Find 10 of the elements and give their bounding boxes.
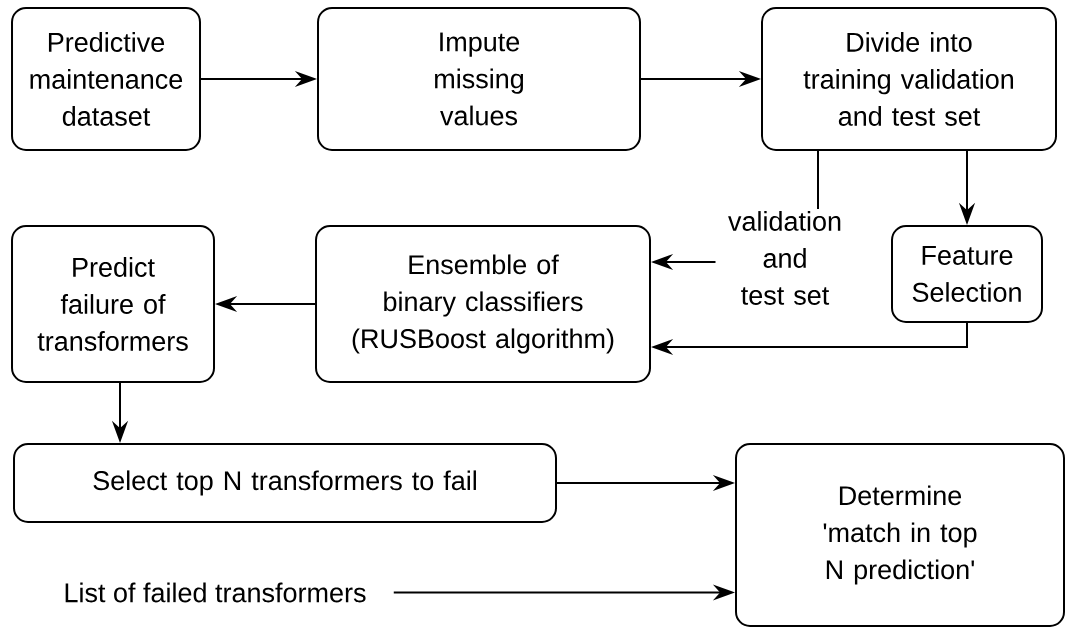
process-box: Ensemble of binary classifiers (RUSBoost algorithm) bbox=[315, 225, 651, 383]
process-box: Divide into training validation and test set bbox=[761, 7, 1057, 151]
process-box: Predictive maintenance dataset bbox=[11, 7, 201, 151]
process-box: Feature Selection bbox=[891, 225, 1043, 323]
process-box: Determine 'match in top N prediction' bbox=[735, 443, 1065, 627]
process-box: Impute missing values bbox=[317, 7, 641, 151]
process-box: Predict failure of transformers bbox=[11, 225, 215, 383]
process-box: Select top N transformers to fail bbox=[13, 443, 557, 523]
input-label: List of failed transformers bbox=[65, 582, 366, 603]
edge-label: validation and test set bbox=[715, 209, 855, 307]
